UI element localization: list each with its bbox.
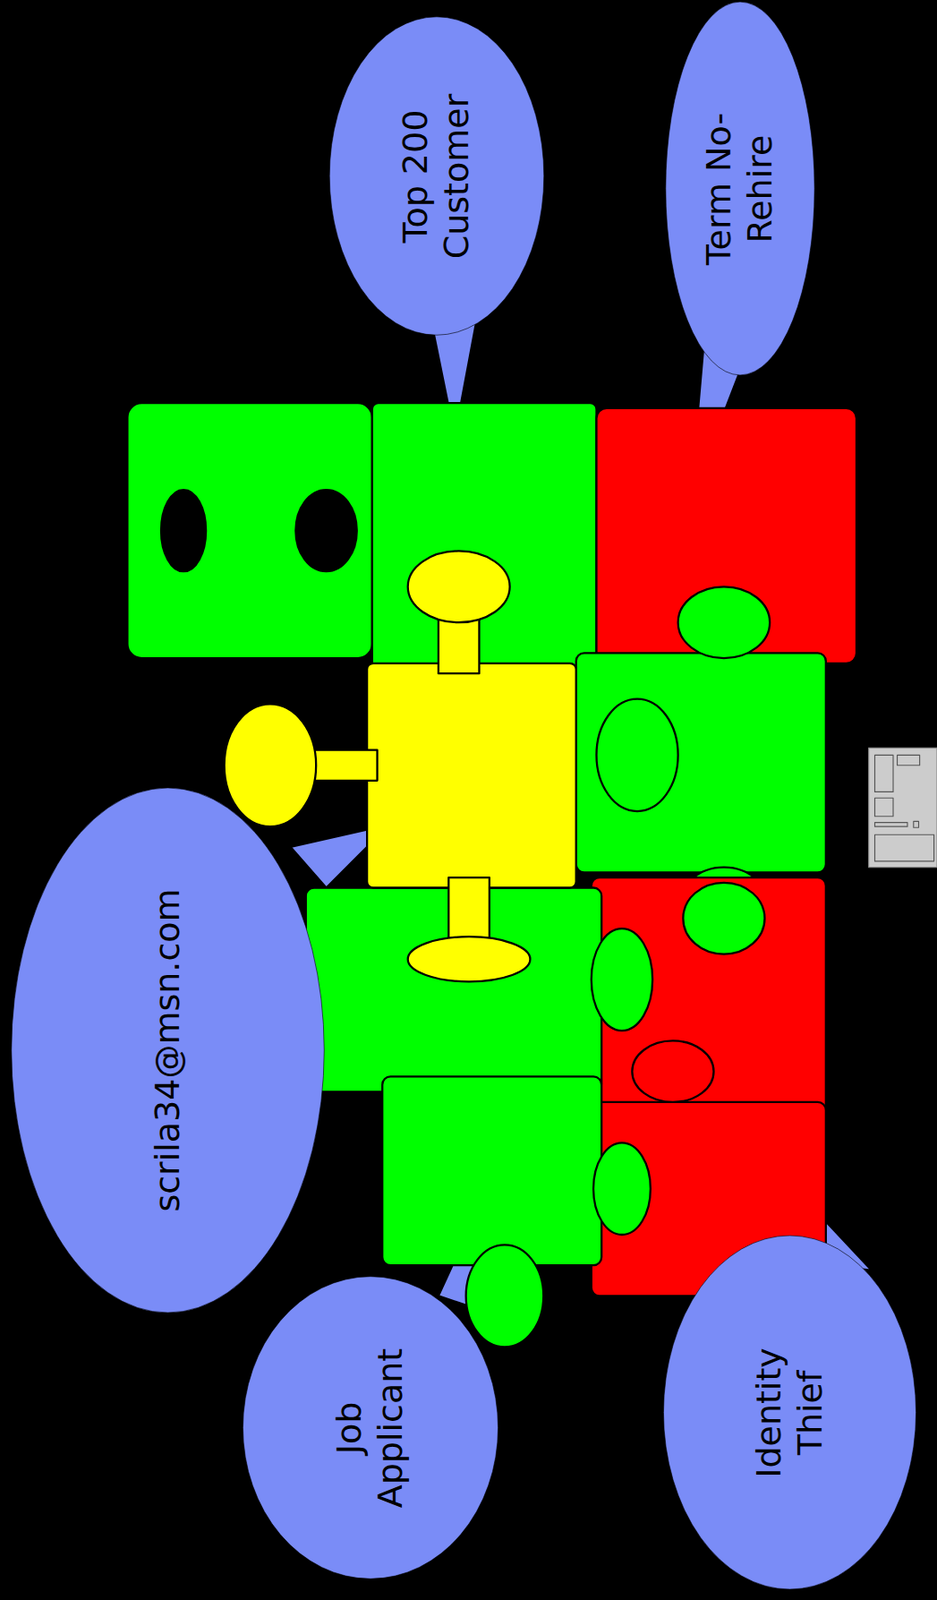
puzzle-piece	[596, 408, 857, 664]
device-icon	[868, 747, 937, 867]
puzzle-piece	[372, 402, 597, 668]
callout-text: Term No-Rehire	[698, 87, 781, 290]
puzzle-piece	[591, 877, 827, 1112]
callout-bubble: scrila34@msn.com	[9, 784, 326, 1315]
callout-text: Job Applicant	[329, 1326, 411, 1528]
puzzle-piece	[127, 402, 372, 658]
callout-text: Top 200 Customer	[395, 82, 478, 271]
callout-bubble: Job Applicant	[241, 1274, 500, 1580]
callout-bubble: Term No-Rehire	[664, 0, 816, 377]
callout-text: scrila34@msn.com	[147, 887, 189, 1211]
callout-bubble: Top 200 Customer	[328, 15, 546, 337]
callout-bubble: Identity Thief	[662, 1233, 918, 1591]
callout-text: Identity Thief	[749, 1315, 831, 1508]
